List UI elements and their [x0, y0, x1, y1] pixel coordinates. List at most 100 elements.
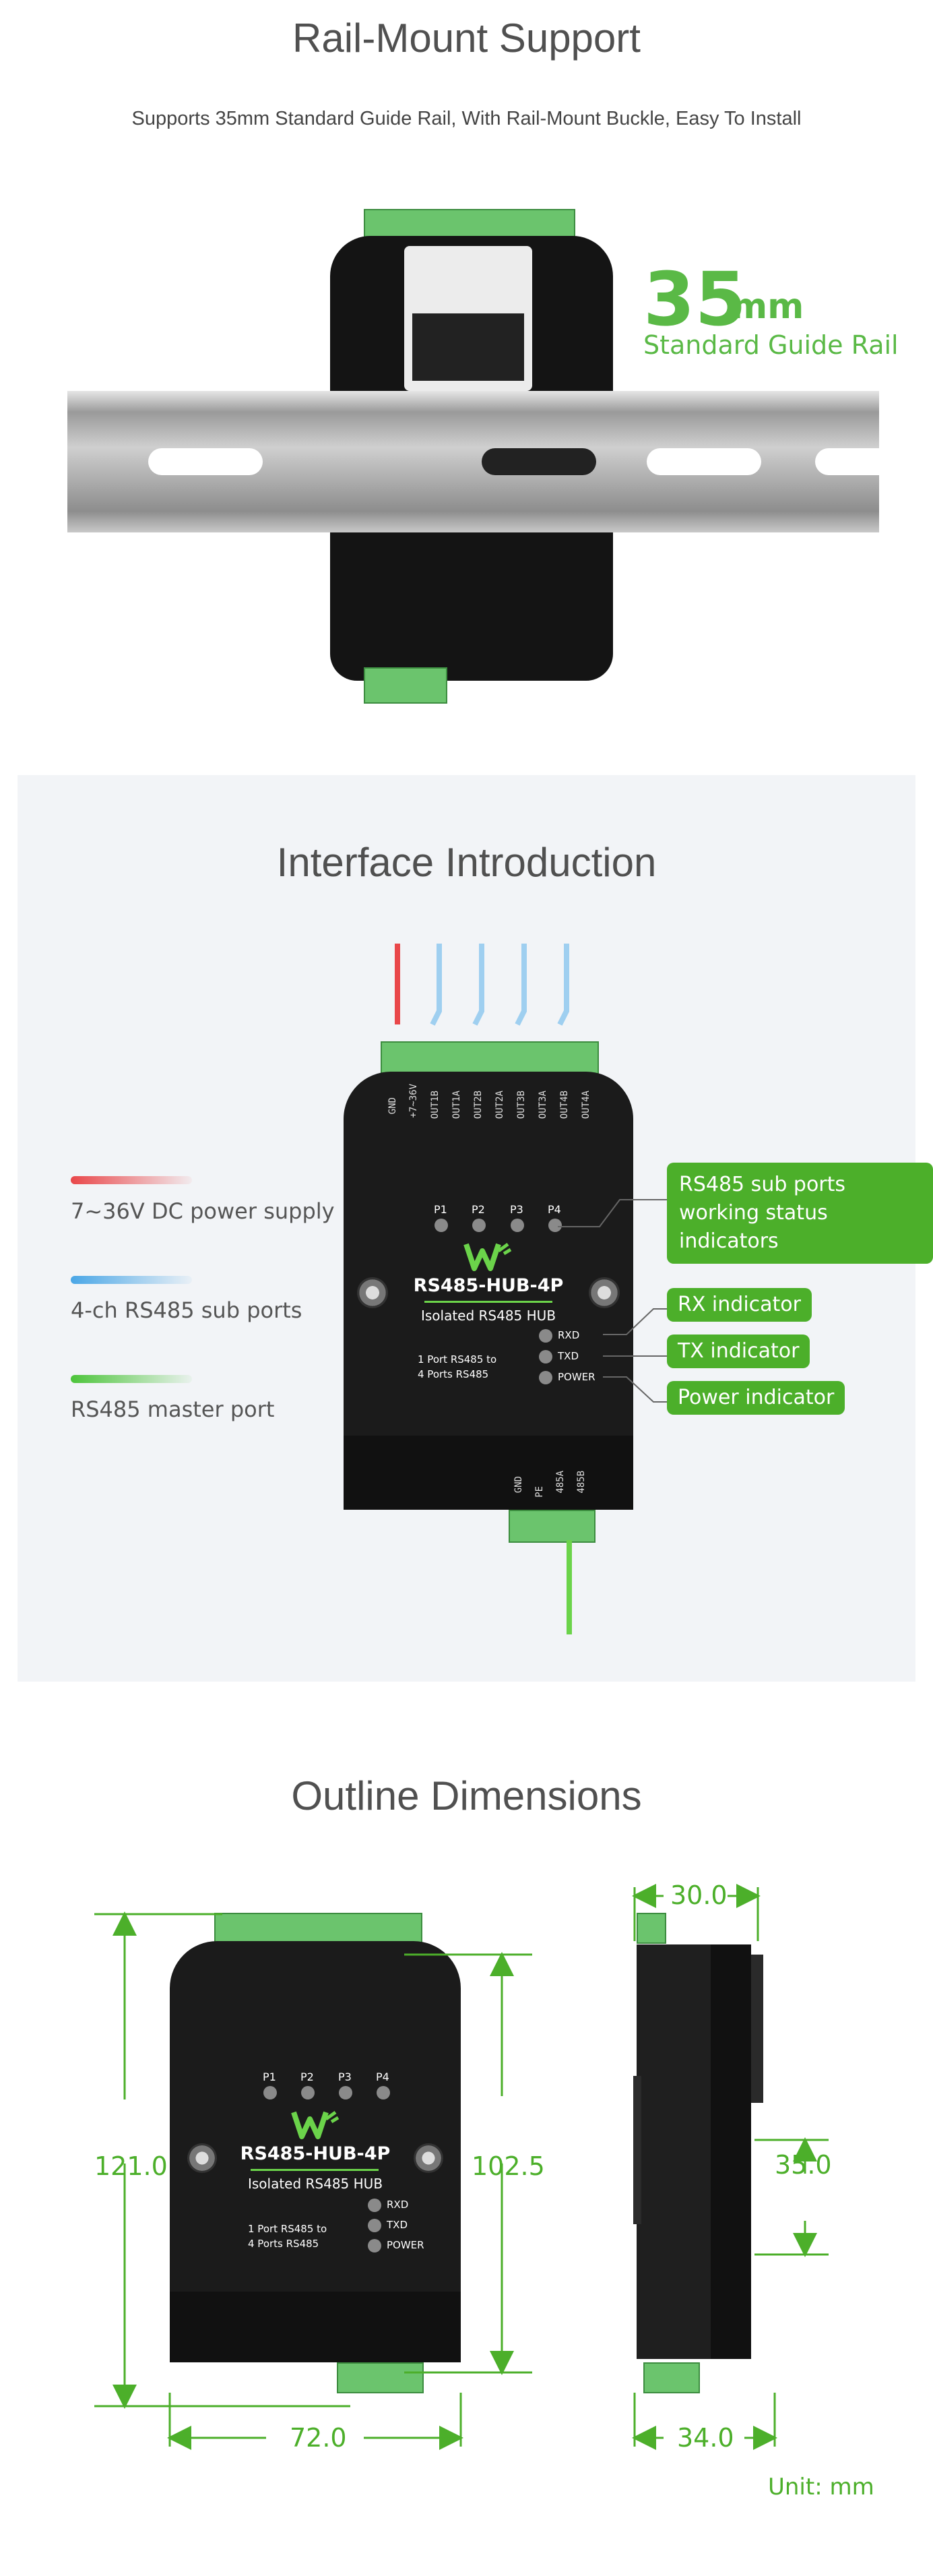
dimension-lines	[94, 1884, 829, 2450]
waveshare-logo-icon	[463, 1242, 512, 1271]
unit-label: Unit: mm	[768, 2474, 874, 2501]
led-p4	[548, 1219, 562, 1232]
callout-line: RS485 sub ports	[679, 1173, 846, 1196]
din-rail	[67, 391, 879, 532]
led-rxd	[539, 1329, 552, 1343]
pin-label: OUT2A	[494, 1091, 505, 1120]
side-view-device	[633, 1941, 765, 2362]
front-left-screw	[187, 2143, 217, 2173]
legend-label-power: 7~36V DC power supply	[71, 1198, 335, 1224]
bottom-pin-label: PE	[534, 1486, 545, 1498]
pin-label: +7~36V	[408, 1084, 419, 1118]
led-label-p4: P4	[548, 1203, 561, 1216]
legend-bar-sub-ports	[71, 1276, 192, 1284]
front-led-p1	[263, 2086, 277, 2099]
led-power	[539, 1371, 552, 1384]
bottom-pin-label: GND	[513, 1476, 524, 1494]
front-led-label-p4: P4	[376, 2071, 389, 2083]
front-led-power	[368, 2239, 381, 2252]
front-led-p3	[339, 2086, 352, 2099]
callout-tx: TX indicator	[667, 1335, 810, 1368]
callout-line: working status indicators	[679, 1201, 828, 1253]
wires-top	[395, 944, 569, 1026]
led-p1	[435, 1219, 448, 1232]
status-label-txd: TXD	[558, 1350, 579, 1362]
dim-height-total: 121.0	[94, 2151, 168, 2181]
dim-depth-bottom: 34.0	[677, 2423, 734, 2453]
front-led-label-p3: P3	[338, 2071, 352, 2083]
led-p3	[511, 1219, 524, 1232]
pin-label: OUT1B	[430, 1091, 441, 1120]
pin-label: OUT4B	[559, 1091, 570, 1120]
rail-buckle	[404, 246, 532, 391]
rail-caption: Standard Guide Rail	[643, 330, 899, 360]
callout-power: Power indicator	[667, 1381, 845, 1415]
led-label-p1: P1	[434, 1203, 447, 1216]
front-desc-line1: 1 Port RS485 to	[248, 2223, 327, 2235]
pin-label: OUT2B	[473, 1091, 484, 1120]
front-led-rxd	[368, 2199, 381, 2212]
side-bottom-terminal	[643, 2362, 700, 2393]
model-underline	[424, 1301, 552, 1303]
bottom-terminal-block	[364, 667, 447, 704]
device-desc-line1: 1 Port RS485 to	[418, 1353, 497, 1366]
dimensions-section-title: Outline Dimensions	[291, 1773, 642, 1818]
dim-height-body: 102.5	[472, 2151, 545, 2181]
left-screw	[357, 1277, 388, 1308]
front-waveshare-logo-icon	[291, 2110, 340, 2139]
front-status-txd: TXD	[387, 2219, 408, 2231]
front-status-rxd: RXD	[387, 2199, 409, 2211]
rail-section-subtitle: Supports 35mm Standard Guide Rail, With …	[131, 108, 802, 129]
front-led-txd	[368, 2219, 381, 2232]
pin-label: OUT4A	[581, 1091, 591, 1120]
rail-size-number: 35	[643, 256, 747, 342]
front-right-screw	[414, 2143, 443, 2173]
front-desc-line2: 4 Ports RS485	[248, 2238, 319, 2250]
led-label-p2: P2	[472, 1203, 485, 1216]
front-device-subtitle: Isolated RS485 HUB	[247, 2176, 383, 2192]
bottom-pin-label: 485A	[555, 1471, 566, 1494]
led-txd	[539, 1350, 552, 1363]
rail-section-title: Rail-Mount Support	[292, 16, 641, 61]
front-bottom-terminal	[337, 2362, 424, 2393]
side-top-terminal	[637, 1913, 666, 1944]
front-model-underline	[251, 2169, 379, 2171]
front-led-p4	[377, 2086, 390, 2099]
dim-depth-top: 30.0	[670, 1880, 728, 1910]
status-label-power: POWER	[558, 1371, 596, 1383]
legend-label-sub-ports: 4-ch RS485 sub ports	[71, 1297, 302, 1323]
led-label-p3: P3	[510, 1203, 523, 1216]
legend-label-master: RS485 master port	[71, 1397, 275, 1422]
front-status-power: POWER	[387, 2239, 424, 2251]
led-p2	[472, 1219, 486, 1232]
pin-label: OUT1A	[451, 1091, 462, 1120]
device-model: RS485-HUB-4P	[413, 1275, 564, 1296]
pin-label: OUT3A	[538, 1091, 548, 1120]
front-view-device	[170, 1941, 461, 2362]
bottom-pin-label: 485B	[576, 1471, 587, 1494]
callout-leaders	[558, 1199, 667, 1403]
callout-sub-port-indicators: RS485 sub ports working status indicator…	[667, 1163, 933, 1264]
pin-label: GND	[387, 1097, 398, 1115]
rail-mount-illustration: 35 mm Standard Guide Rail	[0, 195, 933, 721]
front-led-label-p2: P2	[300, 2071, 314, 2083]
front-device-model: RS485-HUB-4P	[240, 2143, 391, 2164]
rail-size-unit: mm	[731, 286, 804, 327]
front-led-label-p1: P1	[263, 2071, 276, 2083]
right-screw	[589, 1277, 620, 1308]
front-led-p2	[301, 2086, 315, 2099]
status-label-rxd: RXD	[558, 1329, 580, 1341]
device-subtitle: Isolated RS485 HUB	[420, 1308, 556, 1324]
legend-bar-master	[71, 1375, 192, 1383]
wire-bottom	[567, 1540, 572, 1634]
callout-rx: RX indicator	[667, 1288, 812, 1322]
dim-rail: 35.0	[775, 2150, 832, 2180]
legend-bar-power	[71, 1176, 192, 1184]
device-top-terminal	[381, 1041, 599, 1074]
dim-width: 72.0	[290, 2423, 347, 2453]
pin-label: OUT3B	[516, 1091, 527, 1120]
device-desc-line2: 4 Ports RS485	[418, 1368, 489, 1380]
interface-section-title: Interface Introduction	[276, 840, 657, 885]
device-bottom-terminal	[509, 1510, 596, 1543]
interface-device	[344, 1072, 633, 1510]
